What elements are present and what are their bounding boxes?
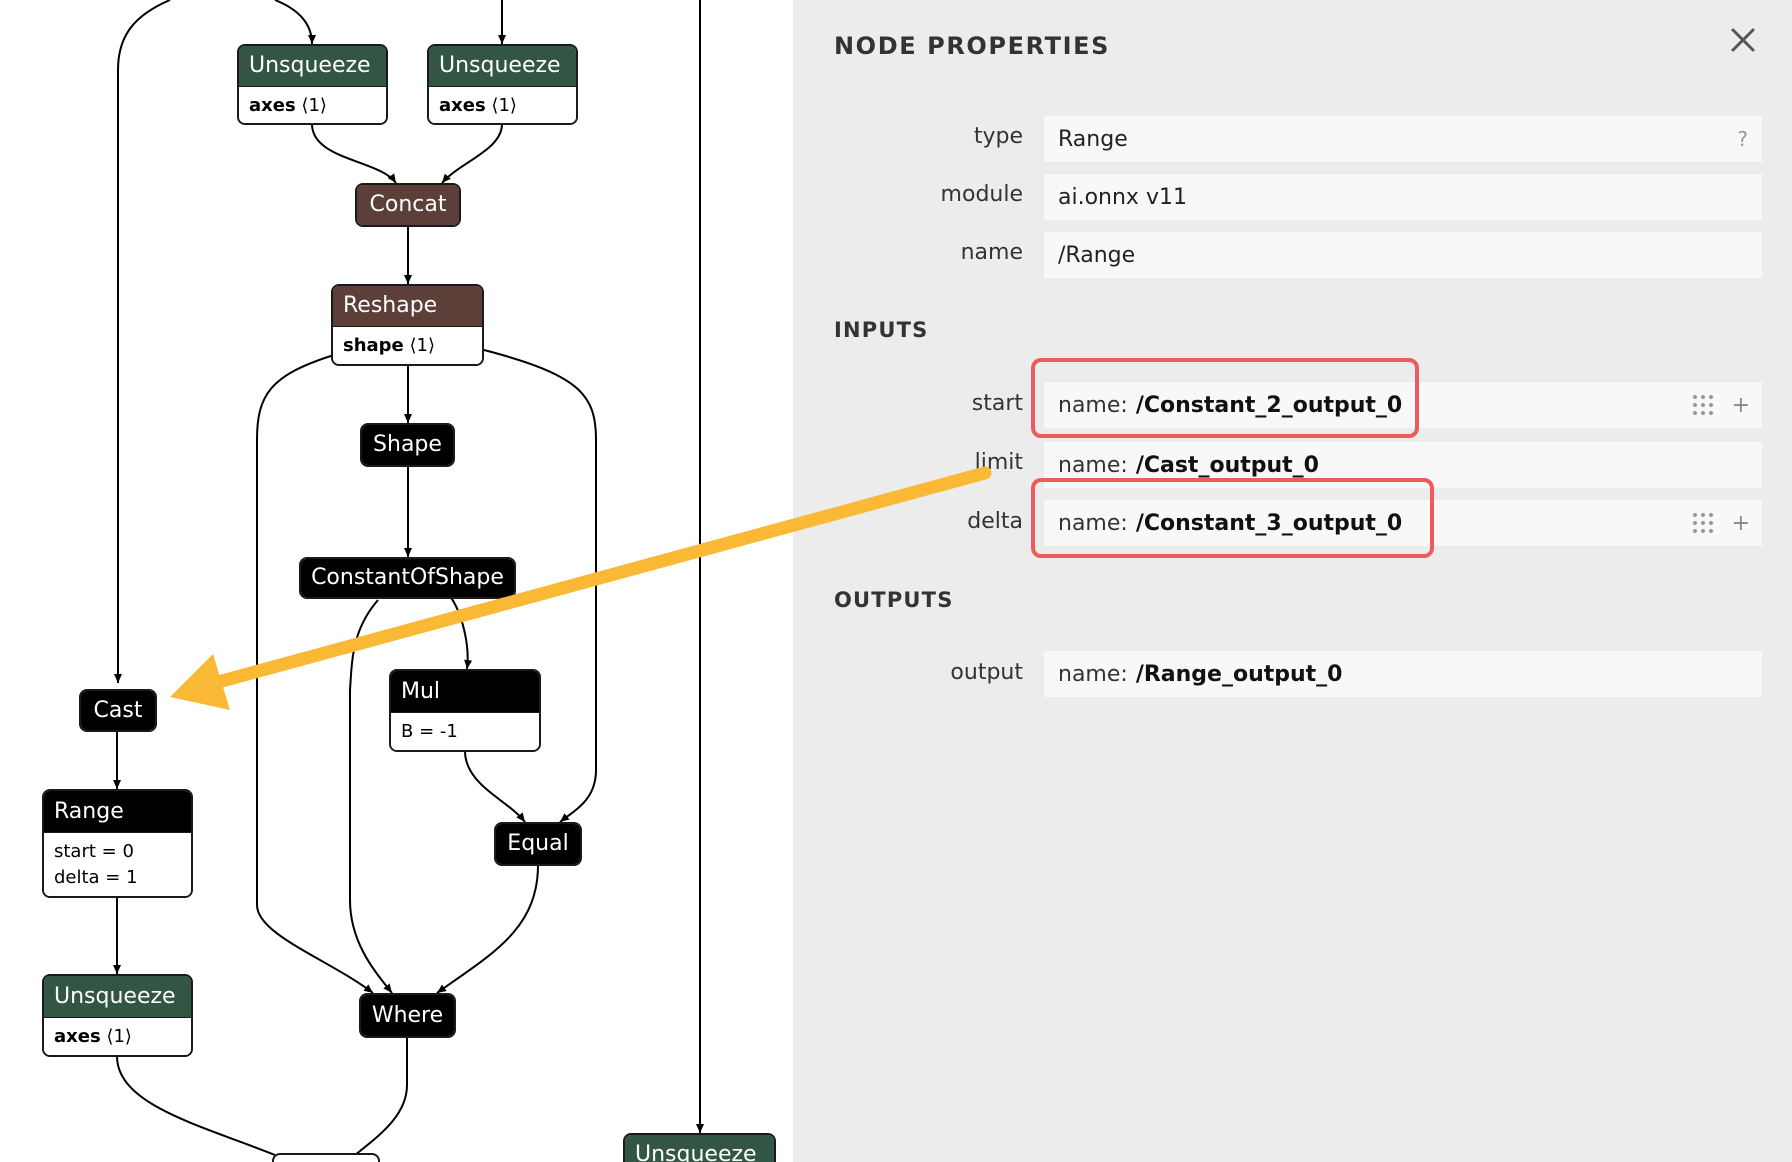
- graph-canvas[interactable]: Unsqueeze axes ⟨1⟩ Unsqueeze axes ⟨1⟩ Co…: [0, 0, 793, 1162]
- node-attributes: axes ⟨1⟩: [429, 86, 576, 123]
- node-op-label: ConstantOfShape: [301, 559, 514, 597]
- output-value: /Range_output_0: [1135, 661, 1343, 687]
- node-op-label: Range: [44, 791, 191, 832]
- node-unsqueeze-c[interactable]: Unsqueeze axes ⟨1⟩: [42, 974, 193, 1057]
- node-where[interactable]: Where: [359, 993, 456, 1038]
- grid-icon[interactable]: [1692, 394, 1714, 416]
- node-attributes: B = -1: [391, 712, 539, 750]
- type-field[interactable]: Range ?: [1044, 116, 1762, 162]
- start-field[interactable]: name: /Constant_2_output_0 +: [1044, 382, 1762, 428]
- start-value: /Constant_2_output_0: [1135, 392, 1403, 418]
- help-icon[interactable]: ?: [1737, 127, 1748, 151]
- node-properties-panel: NODE PROPERTIES type Range ? module ai.o…: [793, 0, 1792, 1162]
- type-value: Range: [1058, 126, 1128, 152]
- output-label: output: [950, 660, 1023, 685]
- node-unsqueeze-b[interactable]: Unsqueeze axes ⟨1⟩: [427, 44, 578, 125]
- node-op-label: Equal: [496, 824, 580, 864]
- attr-value: ⟨1⟩: [106, 1026, 132, 1047]
- panel-title: NODE PROPERTIES: [834, 32, 1110, 60]
- module-value: ai.onnx v11: [1058, 184, 1187, 210]
- node-equal[interactable]: Equal: [494, 822, 582, 866]
- node-op-label: Cast: [81, 691, 155, 730]
- attr-value: ⟨1⟩: [491, 95, 517, 116]
- node-bottom-partial[interactable]: [272, 1153, 380, 1162]
- node-mul[interactable]: Mul B = -1: [389, 669, 541, 752]
- name-value: /Range: [1058, 242, 1136, 268]
- node-op-label: Unsqueeze: [239, 46, 386, 86]
- close-icon[interactable]: [1725, 22, 1761, 58]
- node-op-label: Unsqueeze: [429, 46, 576, 86]
- node-unsqueeze-d[interactable]: Unsqueeze: [623, 1133, 776, 1162]
- node-attributes: start = 0 delta = 1: [44, 832, 191, 896]
- type-label: type: [973, 124, 1023, 149]
- attr-name: axes: [249, 95, 296, 116]
- node-op-label: Unsqueeze: [625, 1135, 774, 1162]
- node-attributes: axes ⟨1⟩: [239, 86, 386, 123]
- limit-value: /Cast_output_0: [1135, 452, 1319, 478]
- start-prefix: name:: [1058, 392, 1128, 418]
- node-constantofshape[interactable]: ConstantOfShape: [299, 557, 516, 599]
- node-reshape[interactable]: Reshape shape ⟨1⟩: [331, 284, 484, 366]
- delta-value: /Constant_3_output_0: [1135, 510, 1403, 536]
- node-range[interactable]: Range start = 0 delta = 1: [42, 789, 193, 898]
- name-field[interactable]: /Range: [1044, 232, 1762, 278]
- node-op-label: Concat: [357, 185, 459, 225]
- delta-field[interactable]: name: /Constant_3_output_0 +: [1044, 500, 1762, 546]
- node-unsqueeze-a[interactable]: Unsqueeze axes ⟨1⟩: [237, 44, 388, 125]
- node-shape[interactable]: Shape: [360, 423, 455, 467]
- attr-start: start = 0: [54, 841, 134, 862]
- attr-value: ⟨1⟩: [301, 95, 327, 116]
- node-attributes: shape ⟨1⟩: [333, 326, 482, 364]
- attr-delta: delta = 1: [54, 867, 138, 889]
- delta-prefix: name:: [1058, 510, 1128, 536]
- node-op-label: Reshape: [333, 286, 482, 326]
- limit-prefix: name:: [1058, 452, 1128, 478]
- node-attributes: axes ⟨1⟩: [44, 1017, 191, 1055]
- attr-name: axes: [54, 1026, 101, 1047]
- plus-icon[interactable]: +: [1731, 392, 1750, 418]
- attr-value: ⟨1⟩: [409, 335, 436, 356]
- node-cast[interactable]: Cast: [79, 689, 157, 732]
- node-op-label: Shape: [362, 425, 453, 465]
- limit-field[interactable]: name: /Cast_output_0: [1044, 442, 1762, 488]
- module-label: module: [940, 182, 1023, 207]
- grid-icon[interactable]: [1692, 512, 1714, 534]
- attr-name: axes: [439, 95, 486, 116]
- delta-label: delta: [967, 509, 1023, 534]
- outputs-section-title: OUTPUTS: [834, 588, 954, 612]
- module-field[interactable]: ai.onnx v11: [1044, 174, 1762, 220]
- limit-label: limit: [974, 450, 1023, 475]
- start-label: start: [971, 391, 1023, 416]
- attr-name: shape: [343, 335, 404, 356]
- output-prefix: name:: [1058, 661, 1128, 687]
- node-op-label: Unsqueeze: [44, 976, 191, 1017]
- node-op-label: Mul: [391, 671, 539, 712]
- output-field[interactable]: name: /Range_output_0: [1044, 651, 1762, 697]
- node-op-label: Where: [361, 995, 454, 1036]
- inputs-section-title: INPUTS: [834, 318, 929, 342]
- name-label: name: [960, 240, 1023, 265]
- node-concat[interactable]: Concat: [355, 183, 461, 227]
- plus-icon[interactable]: +: [1731, 510, 1750, 536]
